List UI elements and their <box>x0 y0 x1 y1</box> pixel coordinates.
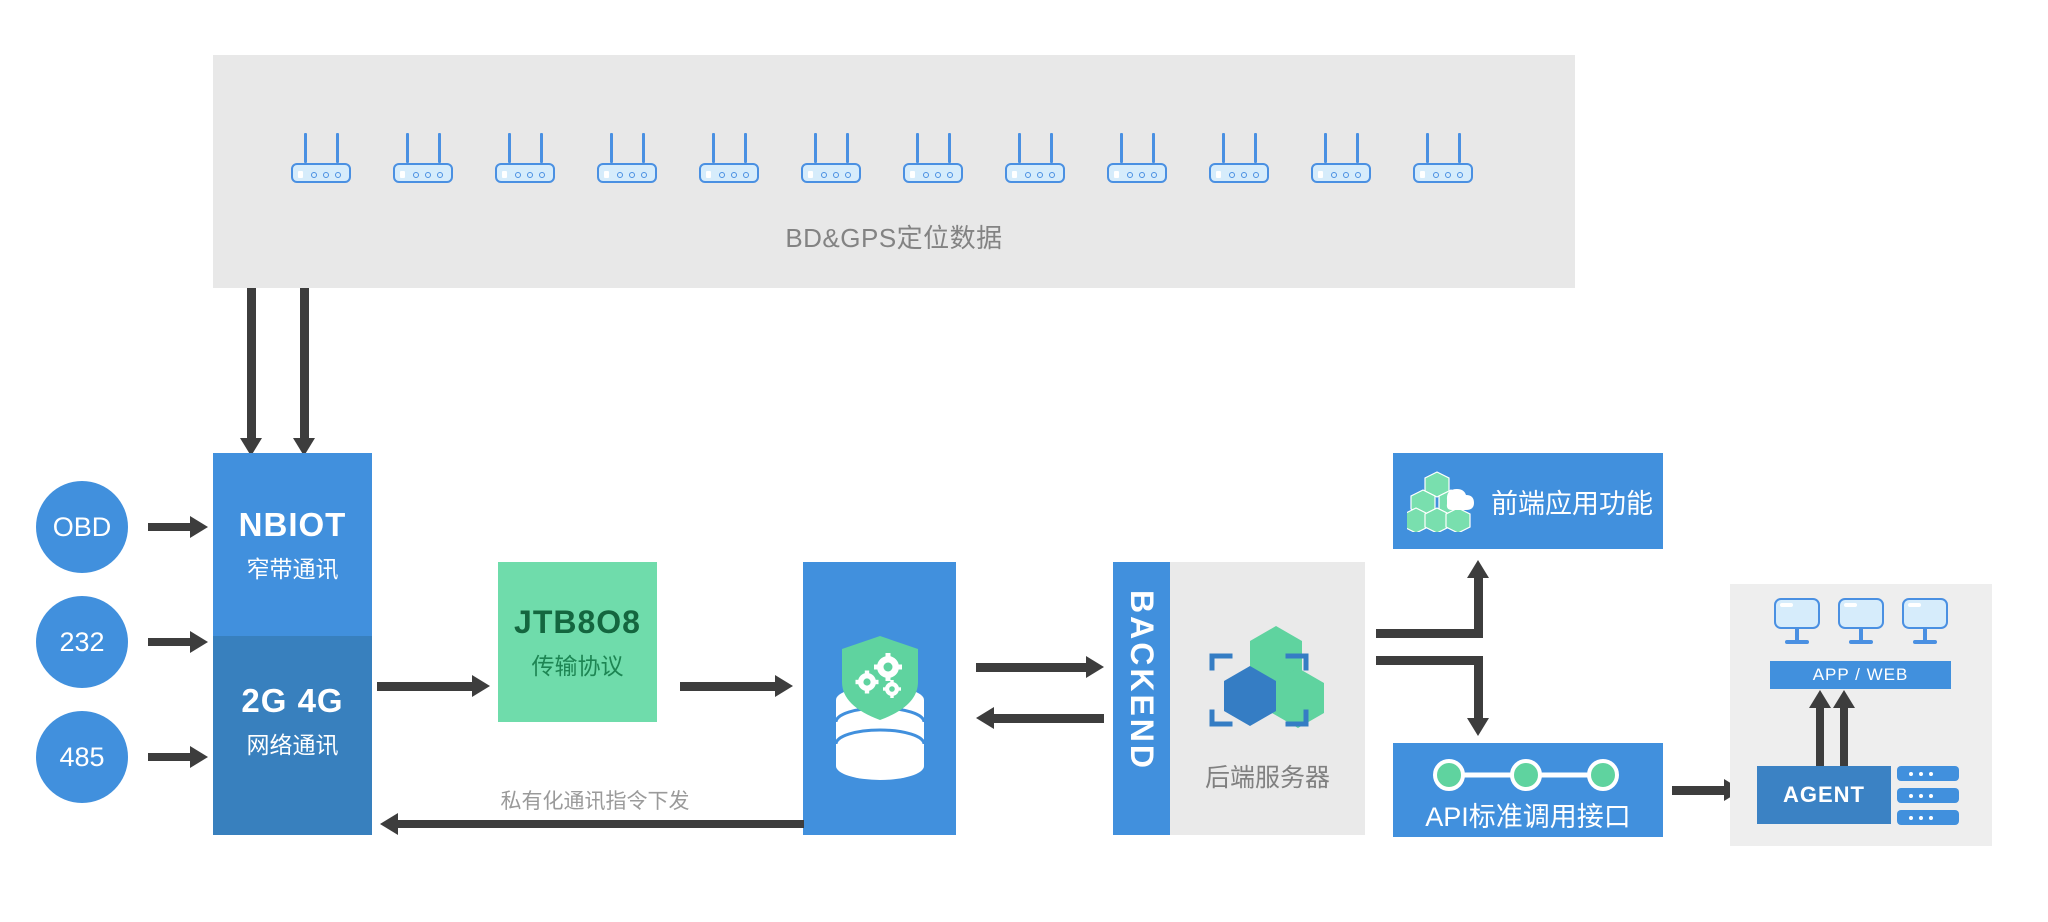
router-icon <box>903 133 965 185</box>
api-label: API标准调用接口 <box>1425 802 1631 832</box>
api-block[interactable]: API标准调用接口 <box>1393 743 1663 837</box>
backend-block[interactable]: BACKEND 后端服务器 <box>1113 562 1365 835</box>
arrow-obd-shaft <box>148 523 190 531</box>
app-web-bar[interactable]: APP / WEB <box>1770 661 1951 689</box>
monitor-icon <box>1838 598 1884 650</box>
arrow-backend-to-api-vertical <box>1474 656 1483 718</box>
monitor-icon <box>1902 598 1948 650</box>
arrow-nbiot-to-protocol-shaft <box>377 682 472 691</box>
arrow-band-to-nbiot-1-head <box>240 438 262 456</box>
arrow-database-to-backend-head <box>1086 656 1104 678</box>
arrow-obd-head <box>190 516 208 538</box>
input-node-485[interactable]: 485 <box>36 711 128 803</box>
nodes-chain-icon <box>1433 759 1619 791</box>
agent-label: AGENT <box>1783 782 1865 807</box>
input-node-485-label: 485 <box>59 741 105 772</box>
router-icon <box>1005 133 1067 185</box>
client-panel: APP / WEB AGENT <box>1730 584 1992 846</box>
arrow-agent-to-appweb-2-head <box>1833 690 1855 708</box>
device-band-panel <box>213 55 1575 288</box>
cloud-cubes-icon <box>1407 471 1474 532</box>
router-icon <box>1311 133 1373 185</box>
frontend-app-label: 前端应用功能 <box>1491 488 1653 519</box>
router-icon <box>291 133 353 185</box>
backend-stripe-label: BACKEND <box>1124 590 1160 771</box>
router-icon <box>1107 133 1169 185</box>
arrow-band-to-nbiot-2-shaft <box>300 288 309 440</box>
arrow-return-path-head <box>380 813 398 835</box>
arrow-nbiot-to-protocol-head <box>472 675 490 697</box>
device-band-label: BD&GPS定位数据 <box>785 223 1003 253</box>
app-web-label: APP / WEB <box>1812 665 1909 684</box>
protocol-block[interactable]: JTB8O8 传输协议 <box>498 562 657 722</box>
router-icon <box>699 133 761 185</box>
arrow-agent-to-appweb-2-shaft <box>1840 706 1848 768</box>
arrow-api-to-agent-shaft <box>1672 786 1724 795</box>
router-icon <box>393 133 455 185</box>
server-strip <box>1897 788 1959 803</box>
arrow-backend-to-frontend-horizontal <box>1376 629 1483 638</box>
arrow-return-path-shaft <box>398 820 804 828</box>
arrow-agent-to-appweb-1-head <box>1809 690 1831 708</box>
database-block[interactable] <box>803 562 956 835</box>
agent-block[interactable]: AGENT <box>1757 766 1891 824</box>
database-shield-gears-icon <box>834 636 926 780</box>
nbiot-block[interactable]: NBIOT 窄带通讯 <box>213 453 372 636</box>
arrow-backend-to-api-head <box>1467 718 1489 736</box>
server-strip <box>1897 766 1959 781</box>
backend-stripe: BACKEND <box>1113 562 1170 835</box>
protocol-title: JTB8O8 <box>514 603 641 640</box>
mobile-network-subtitle: 网络通讯 <box>246 732 339 758</box>
router-icon <box>495 133 557 185</box>
nbiot-stack: NBIOT 窄带通讯 2G 4G 网络通讯 <box>213 453 372 835</box>
arrow-band-to-nbiot-1-shaft <box>247 288 256 440</box>
nbiot-subtitle: 窄带通讯 <box>246 555 339 582</box>
arrow-band-to-nbiot-2-head <box>293 438 315 456</box>
input-node-obd[interactable]: OBD <box>36 481 128 573</box>
input-node-232[interactable]: 232 <box>36 596 128 688</box>
arrow-backend-to-api-horizontal <box>1376 656 1483 665</box>
arrow-485-shaft <box>148 753 190 761</box>
mobile-network-block[interactable]: 2G 4G 网络通讯 <box>213 636 372 835</box>
hexagon-nodes-icon <box>1209 626 1324 728</box>
router-icon <box>597 133 659 185</box>
router-icon <box>1413 133 1475 185</box>
nbiot-title: NBIOT <box>238 505 347 543</box>
arrow-protocol-to-database-shaft <box>680 682 775 691</box>
input-node-232-label: 232 <box>59 626 105 657</box>
backend-label: 后端服务器 <box>1204 764 1330 792</box>
arrow-protocol-to-database-head <box>775 675 793 697</box>
arrow-database-to-backend-shaft <box>976 663 1086 672</box>
arrow-232-head <box>190 631 208 653</box>
arrow-485-head <box>190 746 208 768</box>
router-icon <box>1209 133 1271 185</box>
server-strip <box>1897 810 1959 825</box>
frontend-app-block[interactable]: 前端应用功能 <box>1393 453 1663 549</box>
arrow-agent-to-appweb-1-shaft <box>1816 706 1824 768</box>
arrow-backend-to-database-shaft <box>994 714 1104 723</box>
input-node-obd-label: OBD <box>52 511 112 542</box>
monitor-icon <box>1774 598 1820 650</box>
arrow-backend-to-database-head <box>976 707 994 729</box>
protocol-subtitle: 传输协议 <box>531 652 624 679</box>
arrow-backend-to-frontend-vertical <box>1474 578 1483 638</box>
mobile-network-title: 2G 4G <box>241 682 344 719</box>
router-icon <box>801 133 863 185</box>
arrow-backend-to-frontend-head <box>1467 560 1489 578</box>
arrow-232-shaft <box>148 638 190 646</box>
return-path-label: 私有化通讯指令下发 <box>500 790 690 813</box>
